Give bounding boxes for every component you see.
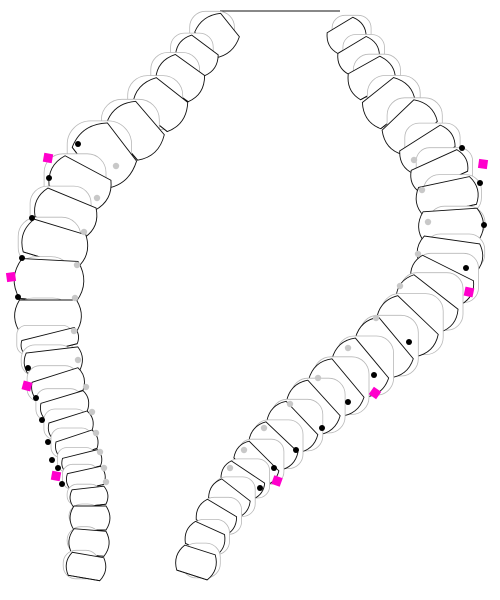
marker-square <box>21 380 33 392</box>
joint-dot <box>59 481 65 487</box>
marker-square <box>477 158 489 170</box>
marker-square <box>42 152 54 164</box>
joint-dot <box>345 399 351 405</box>
joint-dot <box>459 145 465 151</box>
joint-dot <box>15 294 21 300</box>
joint-dot <box>55 465 61 471</box>
secondary-dot <box>73 261 81 269</box>
left-segment <box>13 258 85 302</box>
left-segment <box>155 53 206 103</box>
joint-dot <box>271 465 277 471</box>
marker-square <box>50 470 62 482</box>
joint-dot <box>463 265 469 271</box>
joint-dot <box>371 372 377 378</box>
left-segment-divider <box>68 574 100 582</box>
secondary-dot <box>396 282 404 290</box>
joint-dot <box>481 222 487 228</box>
left-segment <box>68 528 110 557</box>
secondary-dot <box>92 429 100 437</box>
secondary-dot <box>93 194 101 202</box>
left-segment <box>105 100 165 161</box>
secondary-dot <box>226 464 234 472</box>
joint-dot <box>319 425 325 431</box>
secondary-dot <box>70 327 78 335</box>
joint-dots-layer <box>15 141 487 491</box>
marker-square <box>368 386 382 400</box>
joint-dot <box>29 215 35 221</box>
secondary-dot <box>260 424 268 432</box>
secondary-dot <box>418 186 426 194</box>
joint-dot <box>293 447 299 453</box>
secondary-dot <box>414 250 422 258</box>
secondary-dot <box>112 162 120 170</box>
joint-dot <box>39 417 45 423</box>
secondary-dot <box>286 400 294 408</box>
secondary-dot <box>71 294 79 302</box>
secondary-dot <box>80 228 88 236</box>
secondary-dot <box>100 464 108 472</box>
marker-square <box>271 475 283 487</box>
left-segment-chain <box>13 10 240 582</box>
secondary-dot <box>344 344 352 352</box>
joint-dot <box>406 339 412 345</box>
secondary-dot <box>88 408 96 416</box>
joint-dot <box>46 175 52 181</box>
marker-square <box>5 271 17 283</box>
secondary-dot <box>82 383 90 391</box>
secondary-dot <box>410 156 418 164</box>
joint-dot <box>33 395 39 401</box>
secondary-dot <box>424 218 432 226</box>
joint-dot <box>25 365 31 371</box>
right-segment-chain <box>175 14 486 581</box>
right-segment <box>175 544 217 581</box>
secondary-dot <box>372 314 380 322</box>
marker-layer <box>5 152 489 487</box>
joint-dot <box>257 485 263 491</box>
secondary-dot <box>314 374 322 382</box>
left-segment <box>69 505 111 531</box>
marker-square <box>463 286 475 298</box>
joint-dot <box>75 141 81 147</box>
joint-dot <box>477 180 483 186</box>
secondary-dot <box>240 446 248 454</box>
joint-dot <box>19 255 25 261</box>
secondary-dot <box>102 478 110 486</box>
secondary-dot <box>96 448 104 456</box>
right-segment-divider <box>176 569 208 581</box>
joint-dot <box>49 457 55 463</box>
joint-dot <box>45 439 51 445</box>
secondary-dot <box>74 356 82 364</box>
